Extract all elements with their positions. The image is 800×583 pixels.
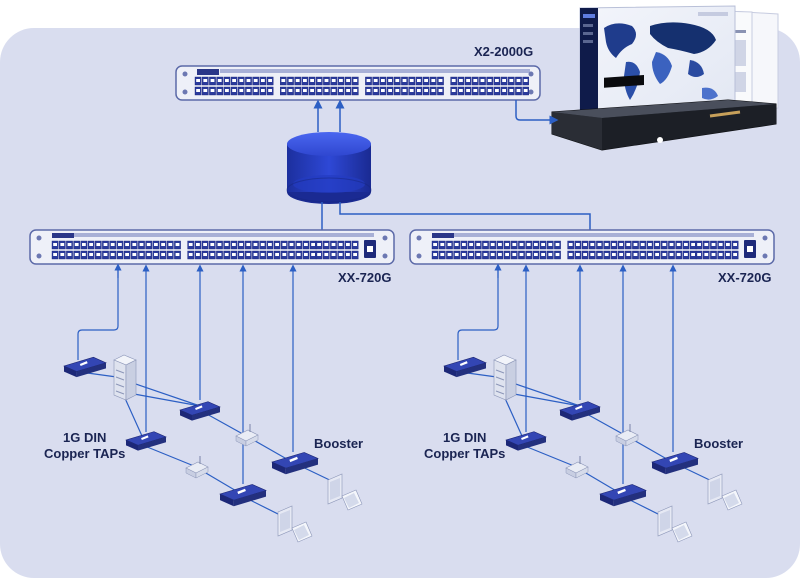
left-switch-label: XX-720G <box>338 270 392 285</box>
network-link <box>457 268 499 360</box>
server-tower <box>493 354 517 401</box>
booster-tap <box>219 484 267 507</box>
network-link <box>513 393 581 407</box>
copper-tap <box>125 431 167 451</box>
core-switch-label: X2-2000G <box>474 44 534 59</box>
right-taps-label: 1G DIN Copper TAPs <box>424 430 506 461</box>
workstation <box>657 505 693 543</box>
right-switch-xx-720g <box>409 229 775 265</box>
network-link <box>123 395 143 437</box>
analytics-server <box>551 74 777 151</box>
analytics-appliance <box>551 5 779 151</box>
booster-tap <box>271 452 319 475</box>
left-tap-cluster <box>63 263 363 543</box>
server-tower <box>113 354 137 401</box>
booster-tap <box>651 452 699 475</box>
network-link <box>503 395 523 437</box>
diagram-background <box>0 28 800 578</box>
access-point <box>615 424 639 447</box>
left-taps-label: 1G DIN Copper TAPs <box>44 430 126 461</box>
database-cylinder <box>286 132 372 204</box>
network-link <box>123 379 201 407</box>
workstation <box>277 505 313 543</box>
network-link <box>77 268 119 360</box>
access-point <box>185 456 209 479</box>
network-link <box>133 393 201 407</box>
network-link <box>503 379 581 407</box>
access-point <box>235 424 259 447</box>
core-to-analytics-link <box>515 100 559 125</box>
right-tap-cluster <box>443 263 743 543</box>
right-booster-label: Booster <box>694 436 744 451</box>
copper-tap <box>559 401 601 421</box>
dashboard-screens <box>579 5 779 121</box>
core-switch-x2-2000g <box>175 65 541 101</box>
access-point <box>565 456 589 479</box>
copper-tap <box>63 356 107 378</box>
copper-tap <box>179 401 221 421</box>
right-switch-label: XX-720G <box>718 270 772 285</box>
left-switch-xx-720g <box>29 229 395 265</box>
link-db-to-right-switch <box>339 202 591 230</box>
booster-tap <box>599 484 647 507</box>
workstation <box>327 473 363 511</box>
copper-tap <box>505 431 547 451</box>
left-booster-label: Booster <box>314 436 364 451</box>
copper-tap <box>443 356 487 378</box>
workstation <box>707 473 743 511</box>
